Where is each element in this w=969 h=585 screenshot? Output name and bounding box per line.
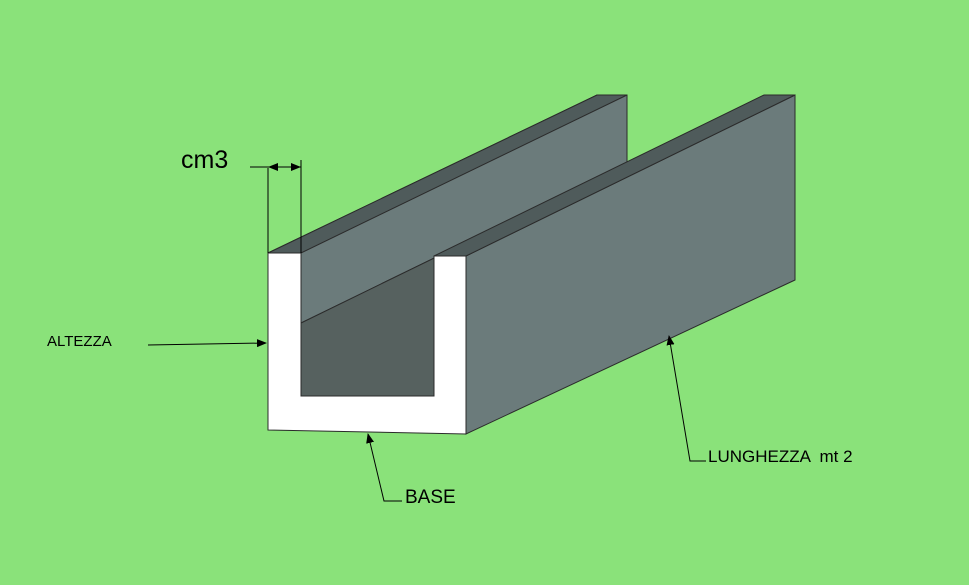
base-label: BASE	[405, 487, 456, 508]
height-label: ALTEZZA	[47, 333, 112, 350]
u-profile-front-face	[267, 252, 467, 435]
length-leader	[666, 335, 706, 462]
height-leader	[147, 339, 267, 348]
thickness-label: cm3	[181, 146, 229, 174]
thickness-dimension	[250, 160, 302, 253]
length-label: LUNGHEZZA mt 2	[708, 447, 853, 466]
base-leader	[366, 433, 402, 502]
